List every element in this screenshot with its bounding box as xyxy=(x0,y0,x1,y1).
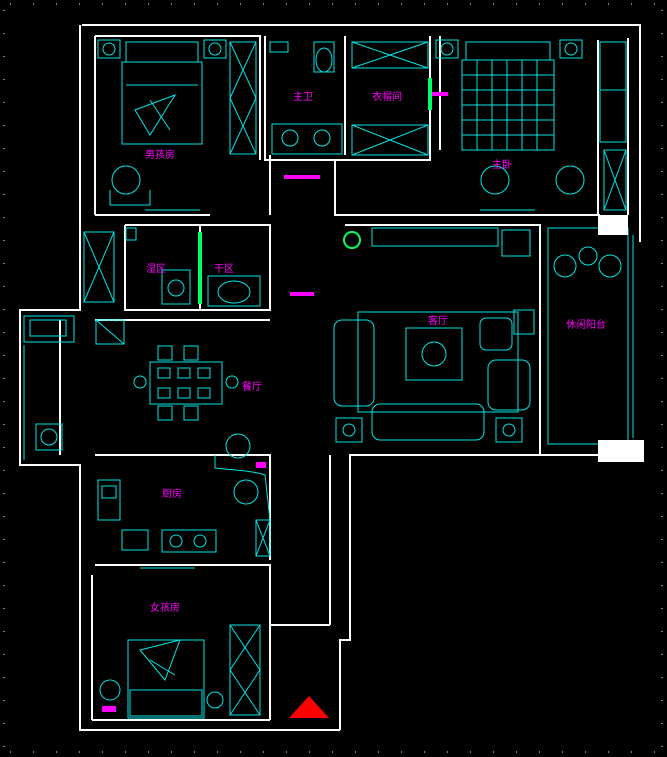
red-triangle-entrance-icon xyxy=(289,696,329,718)
label-living-room: 客厅 xyxy=(428,314,448,327)
label-walk-in-closet: 衣帽间 xyxy=(372,90,402,103)
furniture-lines xyxy=(23,39,634,719)
magenta-markers xyxy=(102,92,448,712)
label-master-bath: 主卫 xyxy=(293,91,313,103)
label-dry-area: 干区 xyxy=(214,263,234,275)
label-dining-room: 餐厅 xyxy=(242,380,262,393)
column-block xyxy=(598,440,644,462)
label-boy-room: 男孩房 xyxy=(145,148,175,161)
room-labels: 男孩房 主卫 衣帽间 主卧 湿区 干区 客厅 休闲阳台 餐厅 厨房 女孩房 xyxy=(145,90,606,614)
column-block xyxy=(598,215,628,235)
label-master-bedroom: 主卧 xyxy=(492,158,512,171)
label-leisure-balcony: 休闲阳台 xyxy=(566,318,606,331)
green-accents xyxy=(198,78,432,304)
label-wet-area: 湿区 xyxy=(146,263,166,275)
green-plant-icon xyxy=(343,231,361,249)
label-kitchen: 厨房 xyxy=(162,487,182,500)
label-girl-room: 女孩房 xyxy=(150,601,180,614)
